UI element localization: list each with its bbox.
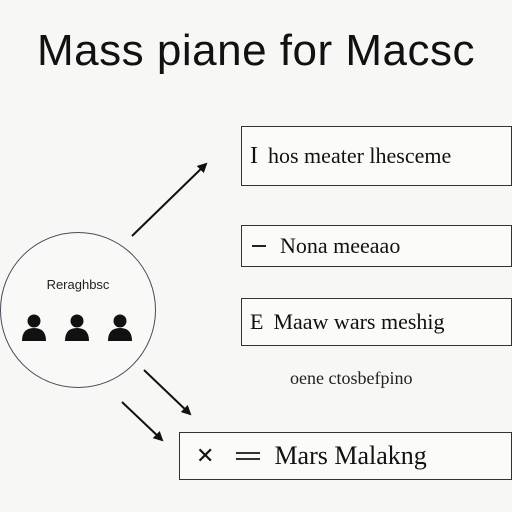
person-icon [65, 314, 89, 341]
box-1: I hos meater lhesceme [241, 126, 512, 186]
arrow-to-note [143, 369, 192, 416]
page-title: Mass piane for Macsc [37, 26, 475, 75]
dash-icon [252, 245, 266, 247]
person-icon [22, 314, 46, 341]
box-3: E Maaw wars meshig [241, 298, 512, 346]
box-1-text: hos meater lhesceme [268, 143, 452, 168]
box-4-text: Mars Malakng [274, 441, 427, 470]
box-3-lead: E [250, 309, 264, 334]
note-text: oene ctosbefpino [290, 368, 413, 388]
box-2-text: Nona meeaao [280, 233, 401, 258]
circle-label: Reraghbsc [46, 277, 110, 292]
close-icon: ✕ [196, 443, 215, 469]
box-3-text: Maaw wars meshig [273, 309, 445, 334]
box-1-lead: I [250, 142, 258, 169]
person-icon [108, 314, 132, 341]
box-4: ✕ Mars Malakng [179, 432, 512, 480]
menu-lines-icon [236, 452, 261, 460]
box-2: Nona meeaao [241, 225, 512, 267]
users-circle: Reraghbsc [0, 232, 156, 388]
arrow-to-box4 [121, 401, 164, 442]
arrow-to-box1 [131, 162, 208, 237]
